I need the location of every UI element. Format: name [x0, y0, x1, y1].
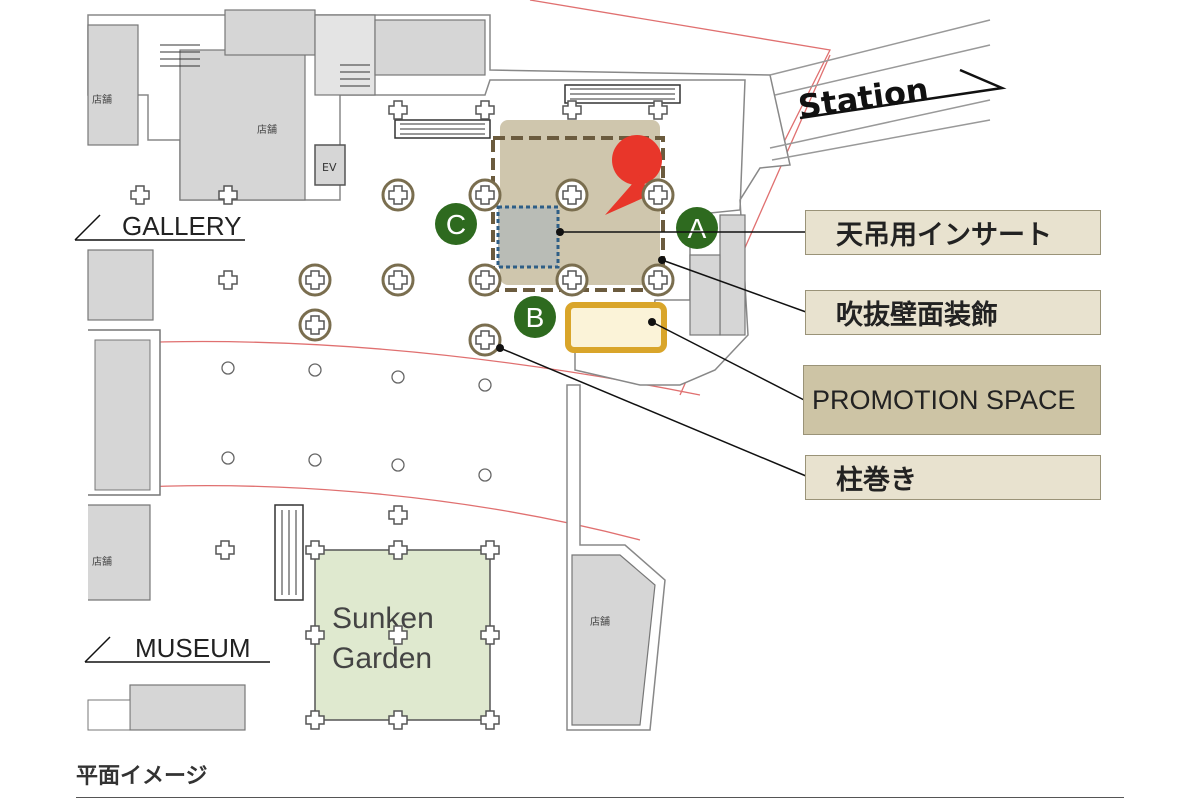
shop-label: 店舗 [590, 615, 610, 628]
callout-promotion-space-text: PROMOTION SPACE [812, 384, 1076, 415]
promotion-space-area [565, 302, 667, 353]
museum-slash [84, 636, 111, 663]
ceiling-insert-area [496, 205, 560, 269]
leader-dots [496, 228, 666, 352]
callout-promotion-space: PROMOTION SPACE [803, 365, 1101, 435]
marker-b-letter: B [526, 302, 545, 333]
leader-lines [499, 231, 807, 477]
gallery-slash [74, 214, 101, 241]
callout-pillar-wrap-text: 柱巻き [836, 465, 917, 496]
marker-b: B [514, 296, 556, 338]
callout-ceiling-insert-text: 天吊用インサート [836, 220, 1052, 251]
red-location-marker [605, 135, 662, 215]
callout-atrium-wall-decoration: 吹抜壁面装飾 [805, 290, 1101, 335]
callout-pillar-wrap: 柱巻き [805, 455, 1101, 500]
station-corridor [769, 19, 991, 161]
column-circles [221, 361, 492, 482]
shop-label: 店舗 [92, 93, 112, 106]
station-arrow [799, 68, 1007, 120]
sunken-garden-label-line2: Garden [332, 642, 432, 675]
marker-c: C [435, 203, 477, 245]
caption-divider [76, 797, 1124, 798]
marker-c-letter: C [446, 209, 466, 240]
callout-atrium-wall-decoration-text: 吹抜壁面装飾 [836, 300, 998, 331]
sunken-garden-label-line1: Sunken [332, 602, 434, 635]
lower-right-shop [566, 384, 666, 731]
plan-caption: 平面イメージ [76, 764, 208, 789]
shop-label: 店舗 [257, 123, 277, 136]
marker-a-letter: A [688, 213, 707, 244]
gallery-label: GALLERY [122, 211, 241, 241]
elevator-label: EV [322, 161, 337, 174]
marker-a: A [676, 207, 718, 249]
left-building-block [87, 249, 246, 731]
shop-label: 店舗 [92, 555, 112, 568]
callout-ceiling-insert: 天吊用インサート [805, 210, 1101, 255]
wrapped-pillars [298, 178, 675, 357]
museum-label: MUSEUM [135, 633, 251, 663]
upper-building-block [87, 9, 791, 386]
